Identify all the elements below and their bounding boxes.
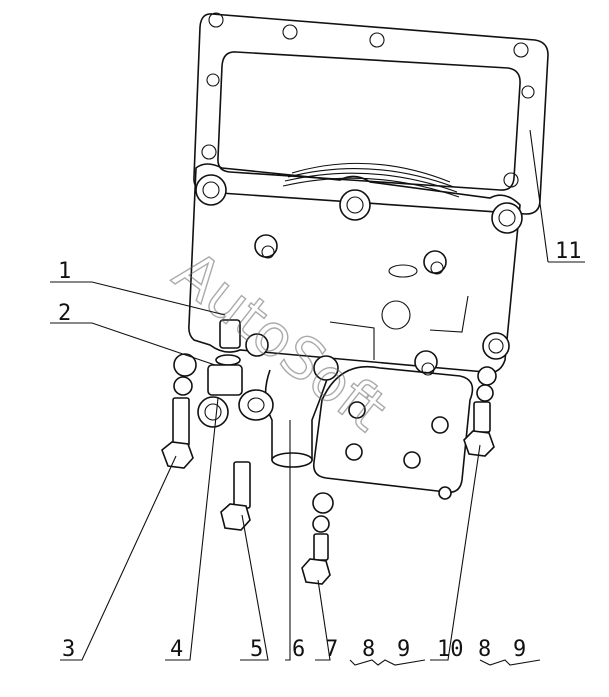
callout-7: 7 bbox=[325, 637, 338, 662]
callout-8-right: 8 bbox=[478, 637, 491, 662]
callout-labels: 1 2 3 4 5 6 7 8 9 10 8 9 11 bbox=[58, 239, 582, 662]
callout-4: 4 bbox=[170, 637, 183, 662]
callout-5: 5 bbox=[250, 637, 263, 662]
gasket-plate bbox=[193, 12, 549, 215]
bolt-3 bbox=[161, 353, 197, 469]
leader-lines bbox=[50, 129, 585, 666]
filter-element bbox=[282, 162, 460, 198]
callout-8: 8 bbox=[362, 637, 375, 662]
callout-2: 2 bbox=[58, 301, 71, 326]
callout-6: 6 bbox=[292, 637, 305, 662]
bolt-5 bbox=[220, 461, 251, 531]
callout-1: 1 bbox=[58, 259, 71, 284]
callout-3: 3 bbox=[62, 637, 75, 662]
oil-cooler-housing bbox=[188, 163, 523, 376]
callout-11: 11 bbox=[555, 239, 582, 264]
bolt-7 bbox=[301, 492, 334, 585]
oil-tube bbox=[238, 369, 331, 468]
callout-9-right: 9 bbox=[513, 637, 526, 662]
callout-9: 9 bbox=[397, 637, 410, 662]
fitting-assembly bbox=[197, 319, 339, 428]
bolt-10 bbox=[463, 366, 497, 457]
callout-10: 10 bbox=[437, 637, 464, 662]
